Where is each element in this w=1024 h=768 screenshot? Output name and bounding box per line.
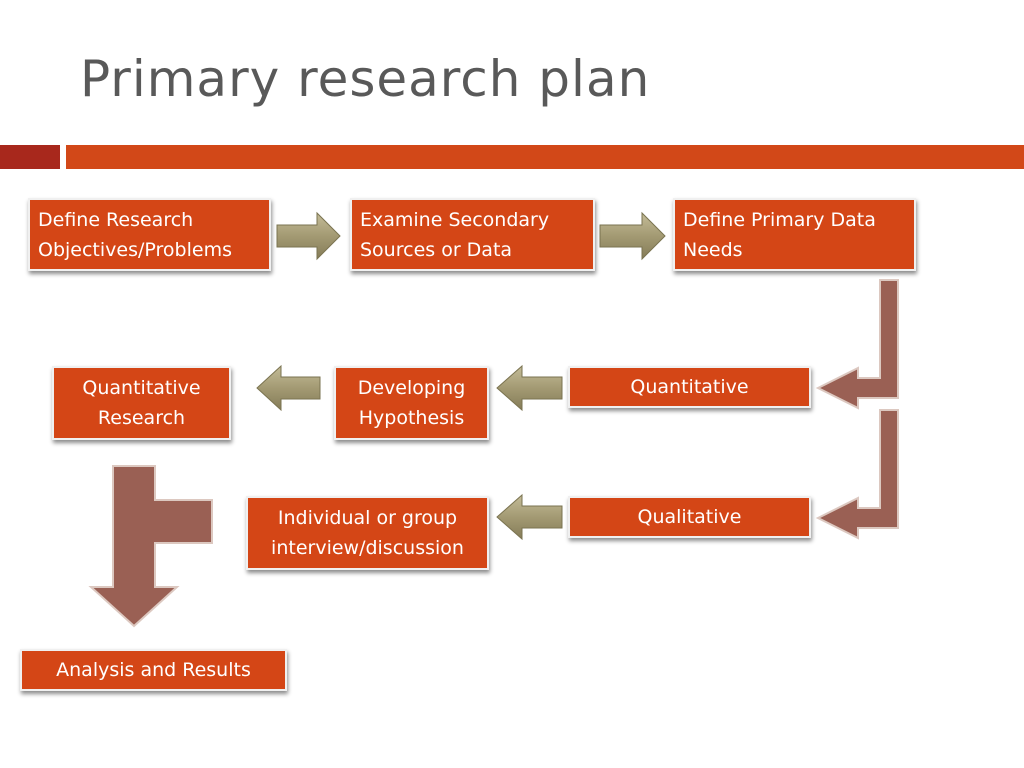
box-interview-discussion: Individual or group interview/discussion [246,496,489,570]
arrow-left-1 [496,364,563,412]
title-bar-accent [0,145,60,169]
box-quantitative: Quantitative [568,366,811,408]
box-qualitative: Qualitative [568,496,811,538]
box-define-primary: Define Primary Data Needs [673,198,916,271]
merge-down-arrow [88,465,213,628]
slide-title: Primary research plan [80,50,651,108]
elbow-arrow-qualitative [815,409,899,540]
box-examine-secondary: Examine Secondary Sources or Data [350,198,595,271]
box-analysis-results: Analysis and Results [20,649,287,691]
box-define-objectives: Define Research Objectives/Problems [28,198,271,271]
box-developing-hypothesis: Developing Hypothesis [334,366,489,440]
arrow-right-2 [599,211,666,261]
box-quantitative-research: Quantitative Research [52,366,231,440]
title-bar [66,145,1024,169]
arrow-left-3 [496,493,563,541]
elbow-arrow-quantitative [815,279,899,410]
arrow-right-1 [276,211,341,261]
arrow-left-2 [256,364,321,412]
